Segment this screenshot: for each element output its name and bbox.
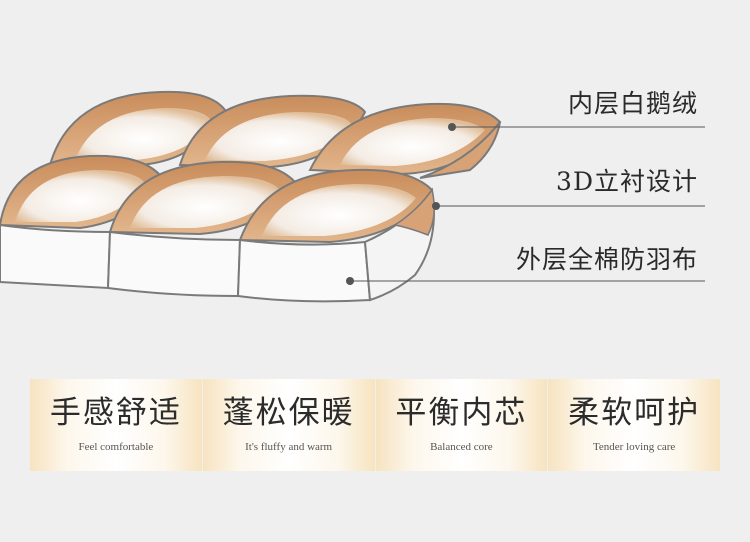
outer-fabric-faces [0,187,435,303]
quilt-cross-section-illustration [0,90,705,303]
back-row-puffs [48,90,502,179]
front-face-1 [0,223,112,290]
callout-label-outer-fabric: 外层全棉防羽布 [515,245,698,274]
callout-label-inner-down: 内层白鹅绒 [567,89,698,118]
back-puff-1-down [75,108,212,160]
front-face-2 [106,230,242,298]
callout-dot-3 [346,277,354,285]
feature-subtitle: Tender loving care [592,441,676,453]
feature-subtitle: Balanced core [430,441,493,453]
back-puff-3-down [340,118,485,166]
feature-row: 手感舒适 Feel comfortable 蓬松保暖 It's fluffy a… [30,379,720,471]
front-face-3 [236,238,372,303]
feature-title: 蓬松保暖 [222,395,355,431]
feature-tile-comfortable: 手感舒适 Feel comfortable [30,379,202,471]
callout-dot-2 [432,202,440,210]
callout-dot-1 [448,123,456,131]
feature-title: 柔软呵护 [568,395,701,431]
feature-title: 平衡内芯 [395,395,528,431]
front-row-puffs [0,154,434,244]
front-puff-1-down [15,170,145,222]
feature-subtitle: Feel comfortable [78,441,154,453]
feature-subtitle: It's fluffy and warm [245,441,333,453]
back-right-edge [419,121,501,179]
feature-tile-tender-care: 柔软呵护 Tender loving care [548,379,720,471]
back-puff-2-down [205,112,352,161]
callout-lines [346,123,705,285]
callout-label-3d-design: 3D立衬设计 [556,167,698,196]
front-puff-3-down [262,184,416,236]
front-puff-2-down [130,176,280,228]
feature-title: 手感舒适 [49,395,182,431]
feature-tile-balanced-core: 平衡内芯 Balanced core [375,379,548,471]
side-tan-layer [393,188,435,236]
feature-tile-fluffy-warm: 蓬松保暖 It's fluffy and warm [202,379,375,471]
